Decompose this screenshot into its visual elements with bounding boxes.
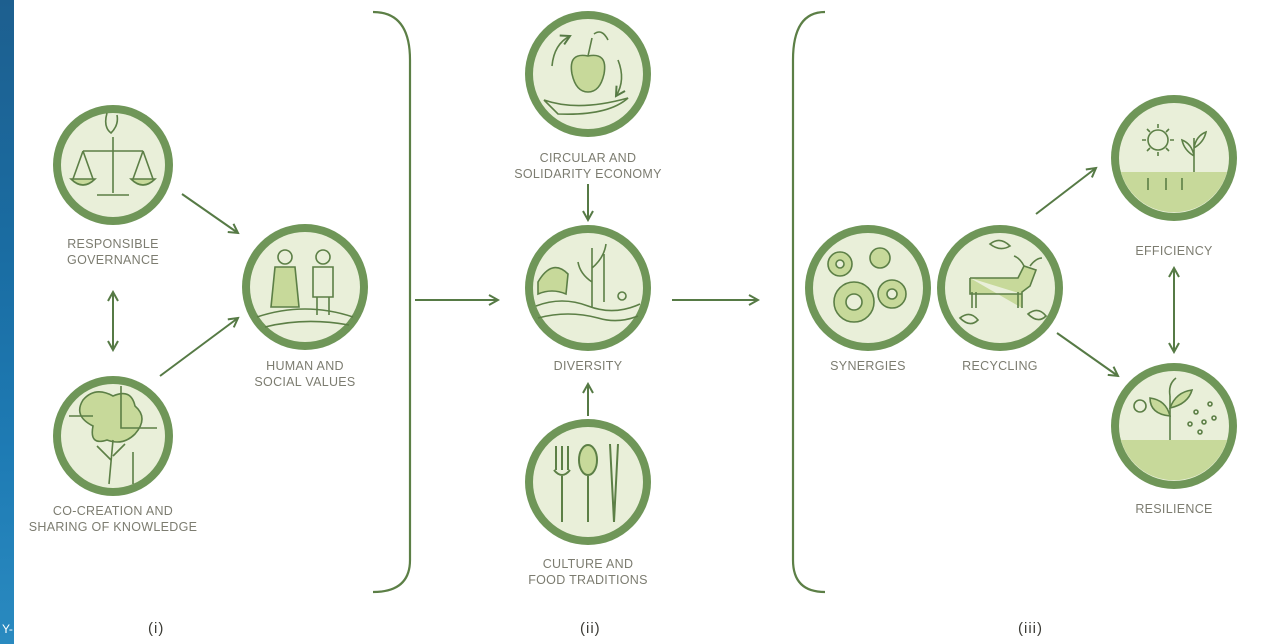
- label-co-creation: CO-CREATION AND SHARING OF KNOWLEDGE: [28, 504, 198, 534]
- bracket-left-close: [372, 10, 412, 594]
- utensils-icon: [553, 443, 619, 523]
- people-icon: [256, 249, 354, 328]
- responsible-governance-circle: [53, 105, 173, 225]
- strip-mark: Y-: [2, 622, 13, 636]
- label-diversity: DIVERSITY: [553, 359, 623, 373]
- label-resilience: RESILIENCE: [1135, 502, 1213, 516]
- arrow-recycling-to-efficiency: [1035, 168, 1096, 215]
- synergies-circle: [805, 225, 931, 351]
- resilience-circle: [1111, 363, 1237, 489]
- gears-icon: [827, 247, 907, 323]
- bracket-right-open: [791, 10, 826, 594]
- apple-cycle-icon: [543, 31, 629, 115]
- landscape-icon: [535, 243, 641, 322]
- human-social-values-circle: [242, 224, 368, 350]
- arrows: [113, 168, 1174, 416]
- arrow-recycling-to-resilience: [1056, 332, 1118, 376]
- section-label-iii: (iii): [1018, 620, 1043, 637]
- arrow-governance-to-human: [181, 193, 238, 233]
- label-synergies: SYNERGIES: [830, 359, 906, 373]
- label-circular-economy: CIRCULAR AND SOLIDARITY ECONOMY: [514, 151, 662, 181]
- arrow-cocreation-to-human: [159, 318, 238, 377]
- circular-economy-circle: [525, 11, 651, 137]
- section-label-i: (i): [148, 620, 165, 637]
- sun-sprout-icon: [1142, 124, 1208, 190]
- left-blue-strip: Y-: [0, 0, 14, 644]
- tree-icon: [69, 386, 157, 485]
- diversity-circle: [525, 225, 651, 351]
- recycling-circle: [937, 225, 1063, 351]
- label-recycling: RECYCLING: [962, 359, 1038, 373]
- cow-icon: [958, 239, 1048, 325]
- scales-icon: [69, 112, 157, 196]
- label-human-social-values: HUMAN AND SOCIAL VALUES: [254, 359, 356, 389]
- plant-rain-icon: [1133, 377, 1217, 440]
- section-label-ii: (ii): [580, 620, 601, 637]
- resilience-ground: [1121, 440, 1227, 481]
- label-responsible-governance: RESPONSIBLE GOVERNANCE: [67, 237, 159, 267]
- label-efficiency: EFFICIENCY: [1135, 244, 1213, 258]
- co-creation-circle: [53, 376, 173, 496]
- efficiency-circle: [1111, 95, 1237, 221]
- culture-food-circle: [525, 419, 651, 545]
- label-culture-food: CULTURE AND FOOD TRADITIONS: [528, 557, 648, 587]
